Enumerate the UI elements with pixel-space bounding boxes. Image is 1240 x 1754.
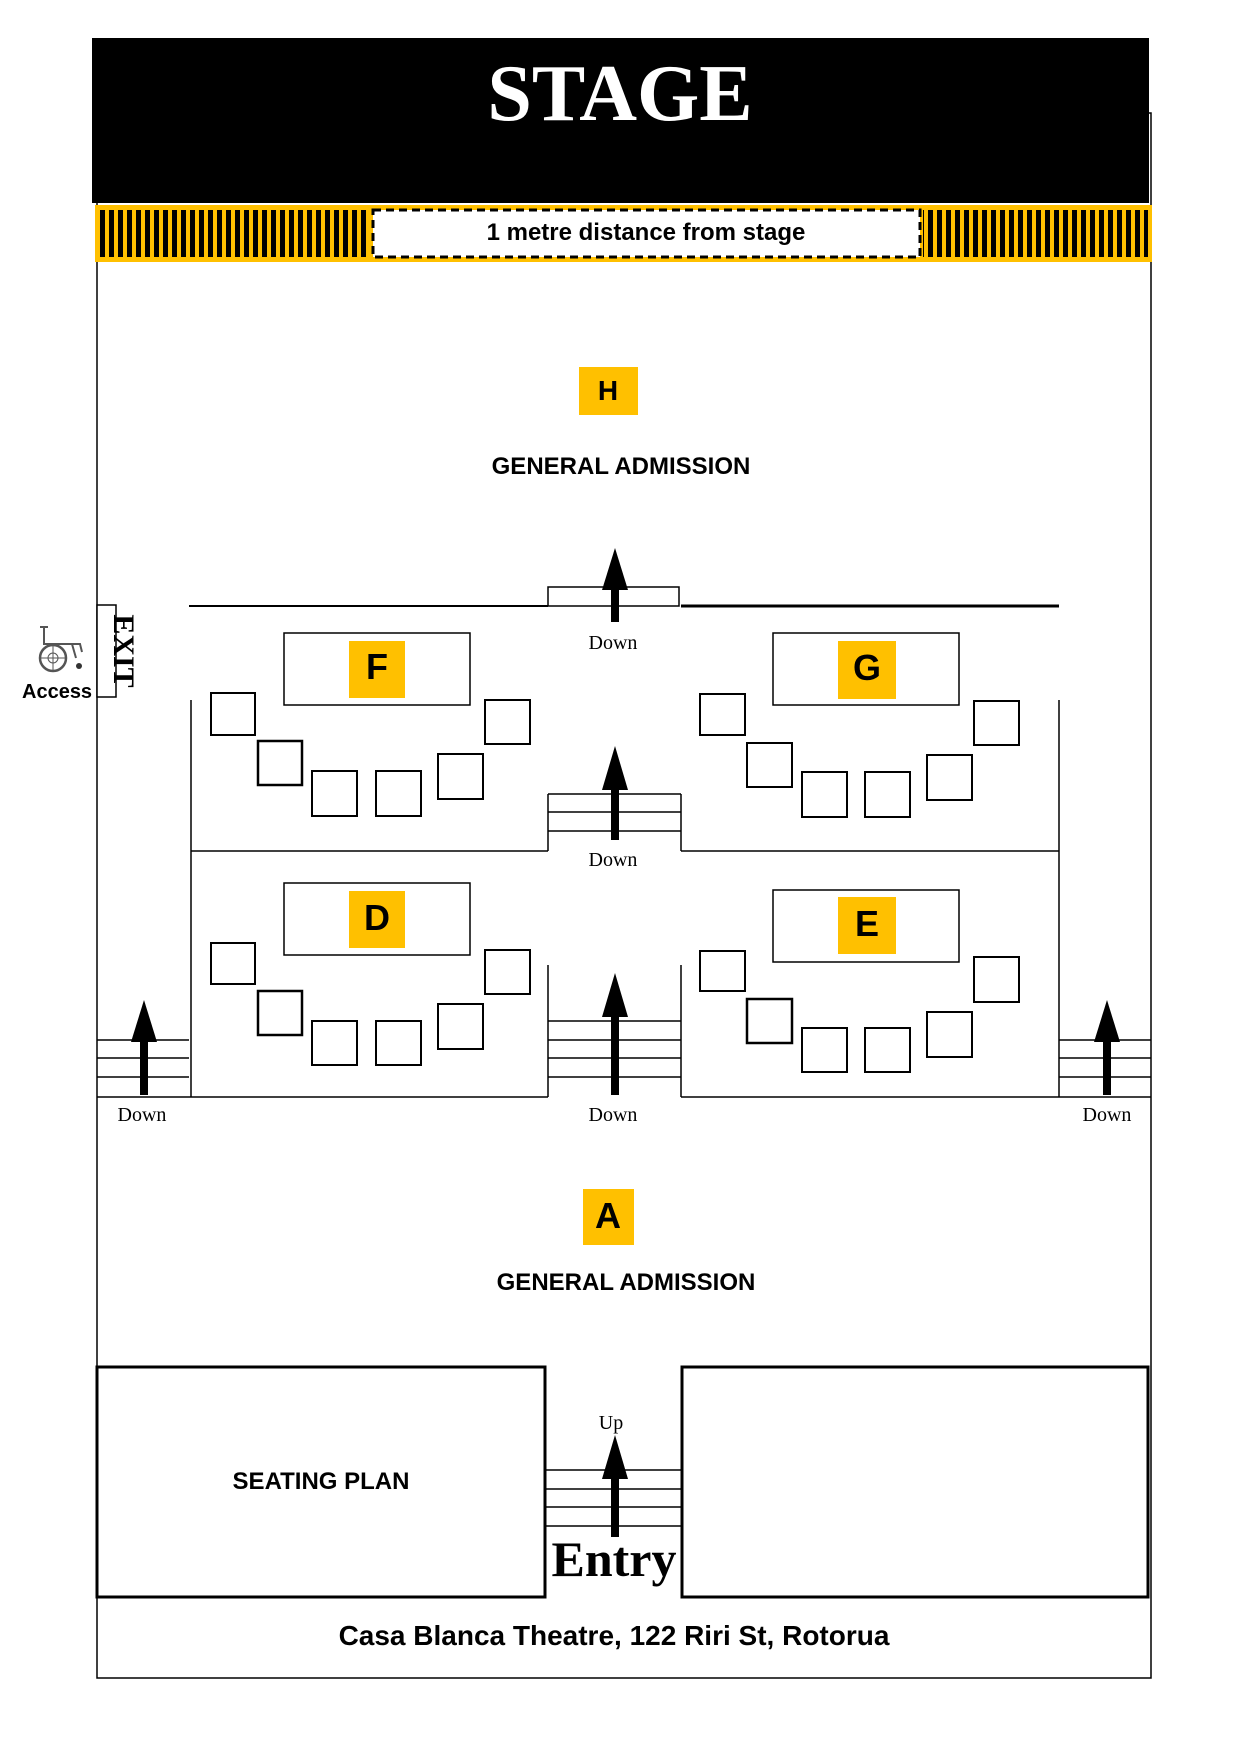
section-f-label: F: [366, 646, 388, 687]
seat[interactable]: [311, 770, 358, 817]
section-g-stage-box: [772, 632, 960, 706]
stage-barrier: 1 metre distance from stage: [95, 205, 1152, 262]
section-f-stage-box: [283, 632, 471, 706]
section-d-label: D: [364, 897, 390, 938]
seat[interactable]: [256, 989, 304, 1037]
seat[interactable]: [437, 753, 484, 800]
section-g-badge[interactable]: [838, 641, 896, 699]
seat[interactable]: [437, 1003, 484, 1050]
exit-label: EXIT: [107, 614, 140, 687]
seat[interactable]: [311, 1020, 358, 1066]
seat[interactable]: [484, 699, 531, 745]
stairs-down-label: Down: [589, 632, 638, 654]
section-g: [681, 632, 1060, 852]
section-f-badge[interactable]: [349, 641, 405, 698]
stage-label: STAGE: [487, 50, 752, 138]
stage-block: [92, 38, 1149, 203]
entry-label[interactable]: Entry: [552, 1531, 677, 1587]
seat[interactable]: [210, 692, 256, 736]
seat[interactable]: [926, 1011, 973, 1058]
stairs-up-label: Up: [599, 1412, 623, 1434]
seat[interactable]: [745, 997, 794, 1045]
section-e: [680, 851, 1060, 1098]
section-h-caption: GENERAL ADMISSION: [492, 453, 751, 480]
right-lobby-box: [680, 1365, 1150, 1599]
seat[interactable]: [864, 1027, 911, 1073]
section-d-badge[interactable]: [349, 891, 405, 948]
section-d: [190, 851, 549, 1098]
section-a-badge[interactable]: [583, 1189, 634, 1245]
section-a-caption: GENERAL ADMISSION: [497, 1269, 756, 1296]
stairs-down-label: Down: [589, 1104, 638, 1126]
section-e-stage-box: [772, 889, 960, 963]
section-f: [190, 632, 548, 852]
section-a-label: A: [595, 1195, 621, 1236]
seat[interactable]: [864, 771, 911, 818]
section-g-label: G: [853, 647, 881, 688]
exit-door[interactable]: [96, 604, 117, 698]
seat[interactable]: [973, 956, 1020, 1003]
wheelchair-icon: [38, 626, 83, 673]
section-e-label: E: [855, 903, 879, 944]
section-h-badge[interactable]: [579, 367, 638, 415]
section-e-badge[interactable]: [838, 897, 896, 954]
access-label: Access: [22, 681, 92, 703]
seat[interactable]: [375, 770, 422, 817]
seat[interactable]: [375, 1020, 422, 1066]
seat[interactable]: [484, 949, 531, 995]
seating-plan-box: [95, 1365, 547, 1599]
barrier-label: 1 metre distance from stage: [487, 219, 806, 246]
seat[interactable]: [801, 1027, 848, 1073]
seat[interactable]: [699, 693, 746, 736]
stairs-down-label: Down: [1083, 1104, 1132, 1126]
seat[interactable]: [746, 742, 793, 788]
venue-address: Casa Blanca Theatre, 122 Riri St, Rotoru…: [339, 1620, 890, 1651]
stairs-down-label: Down: [589, 849, 638, 871]
seat[interactable]: [801, 771, 848, 818]
entry-stairs[interactable]: [545, 1469, 682, 1527]
seat[interactable]: [699, 950, 746, 992]
section-h-label: H: [598, 375, 618, 406]
seating-plan-label: SEATING PLAN: [233, 1468, 410, 1495]
direction-arrows: [131, 548, 1120, 1537]
stairs-down-label: Down: [118, 1104, 167, 1126]
seat[interactable]: [210, 942, 256, 985]
seat[interactable]: [973, 700, 1020, 746]
seat[interactable]: [256, 739, 304, 787]
section-d-stage-box: [283, 882, 471, 956]
seat[interactable]: [926, 754, 973, 801]
